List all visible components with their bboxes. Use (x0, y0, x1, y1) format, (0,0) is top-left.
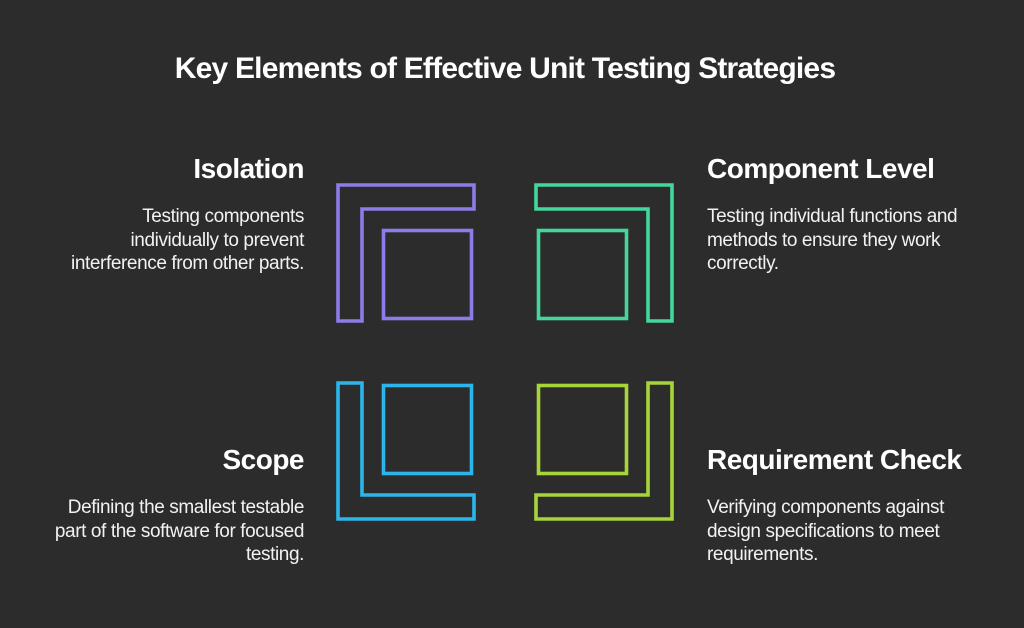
quadrant-component-level: Component Level Testing individual funct… (707, 152, 1017, 276)
square-shape (381, 228, 474, 321)
quadrant-heading-requirement-check: Requirement Check (707, 444, 962, 475)
bracket-shape (534, 381, 674, 521)
quadrant-isolation: Isolation Testing components individuall… (0, 152, 305, 276)
square-shape (381, 383, 474, 476)
component-level-corner-bracket-square-icon (534, 183, 674, 323)
quadrant-heading-isolation: Isolation (193, 153, 304, 184)
isolation-corner-bracket-square-icon (336, 183, 476, 323)
scope-corner-bracket-square-icon (336, 381, 476, 521)
quadrant-description-scope: Defining the smallest testable part of t… (54, 497, 305, 565)
bracket-shape (336, 183, 476, 323)
quadrant-requirement-check: Requirement Check Verifying components a… (707, 443, 1017, 567)
quadrant-description-isolation: Testing components individually to preve… (71, 206, 304, 274)
bracket-shape (336, 381, 476, 521)
requirement-check-corner-bracket-square-icon (534, 381, 674, 521)
quadrant-heading-component-level: Component Level (707, 153, 935, 184)
quadrant-scope: Scope Defining the smallest testable par… (0, 443, 305, 567)
page-title: Key Elements of Effective Unit Testing S… (174, 52, 836, 85)
square-shape (536, 228, 629, 321)
quadrant-description-requirement-check: Verifying components against design spec… (707, 497, 945, 565)
quadrant-heading-scope: Scope (222, 444, 304, 475)
bracket-shape (534, 183, 674, 323)
square-shape (536, 383, 629, 476)
quadrant-description-component-level: Testing individual functions and methods… (707, 206, 958, 274)
